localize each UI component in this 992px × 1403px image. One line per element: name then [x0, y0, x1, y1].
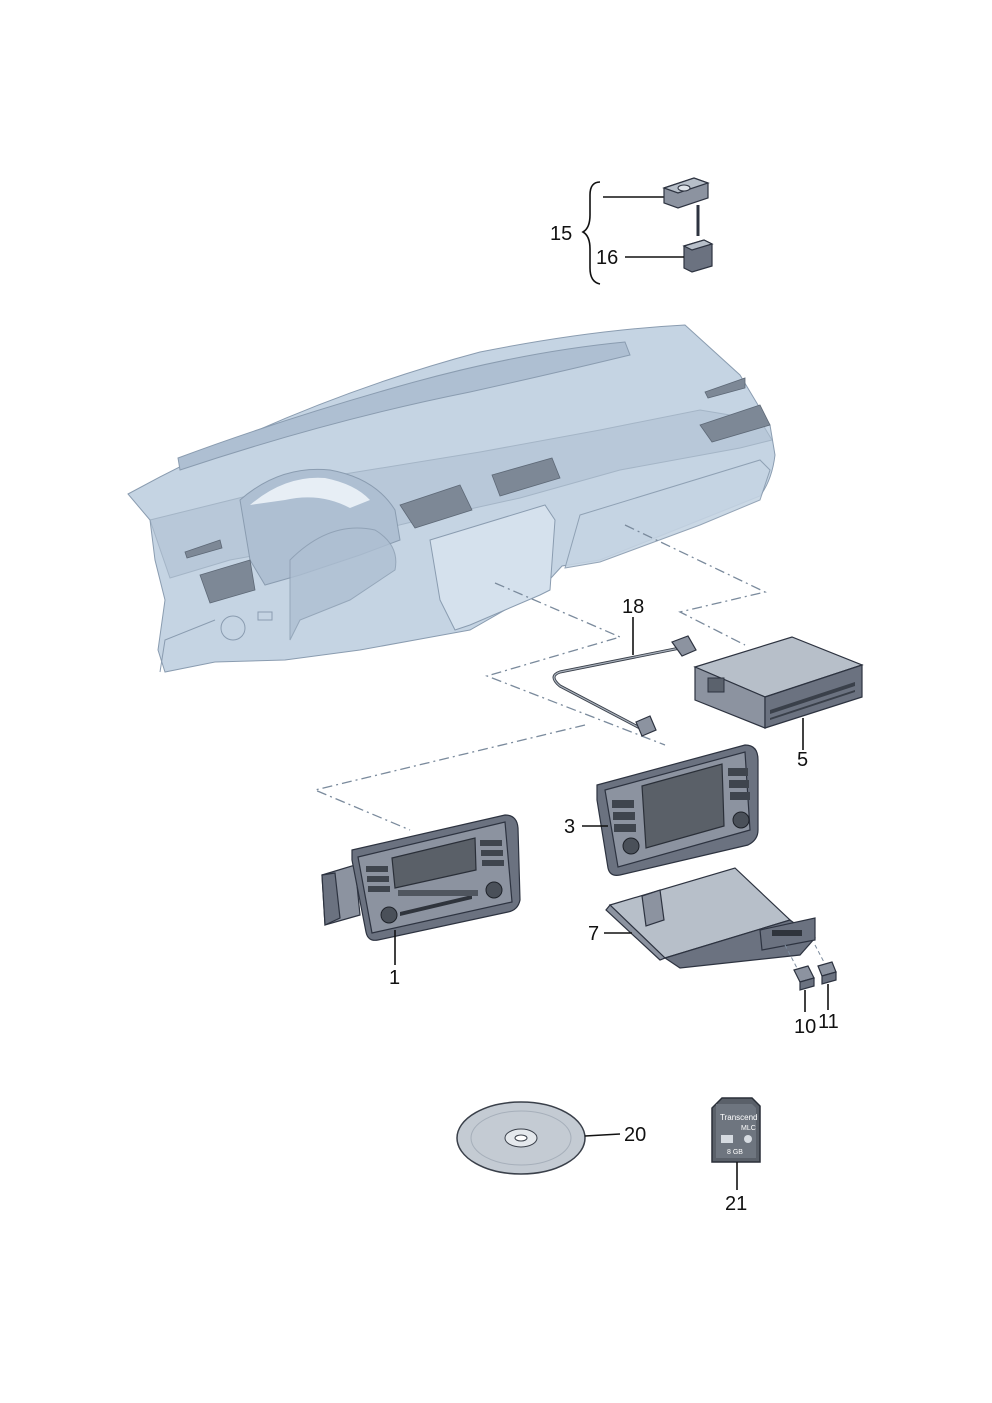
dashboard-illustration: [127, 324, 776, 673]
installation-guide-lines: [312, 524, 767, 831]
callout-11: 11: [818, 1011, 839, 1033]
part-3-buttons: [612, 768, 750, 832]
part-20-disc: [456, 1101, 621, 1175]
part-1-buttons: [366, 840, 504, 896]
callout-5: 5: [797, 749, 808, 771]
callout-16: 16: [596, 247, 618, 269]
part-15-antenna-module: [581, 177, 714, 285]
part-3-head-unit: [582, 744, 759, 876]
part-18-cable: [552, 617, 697, 737]
part-5-unit: [693, 636, 864, 750]
sd-chip-icon: [744, 1135, 752, 1143]
sd-card-brand: Transcend: [720, 1113, 758, 1122]
callout-10: 10: [794, 1016, 816, 1038]
callout-7: 7: [588, 923, 599, 945]
callout-21: 21: [725, 1193, 747, 1215]
part-1-radio: [321, 814, 521, 965]
sd-card-capacity: 8 GB: [727, 1149, 743, 1156]
part-21-sd-card: Transcend MLC 8 GB: [711, 1097, 761, 1190]
callout-15: 15: [550, 223, 572, 245]
callout-18: 18: [622, 596, 644, 618]
sd-card-type: MLC: [741, 1125, 756, 1132]
callout-1: 1: [389, 967, 400, 989]
parts-10-11-connectors: [784, 944, 837, 1012]
sd-logo-icon: [721, 1135, 733, 1143]
callout-3: 3: [564, 816, 575, 838]
callout-20: 20: [624, 1124, 646, 1146]
part-7-tray: [604, 867, 816, 969]
